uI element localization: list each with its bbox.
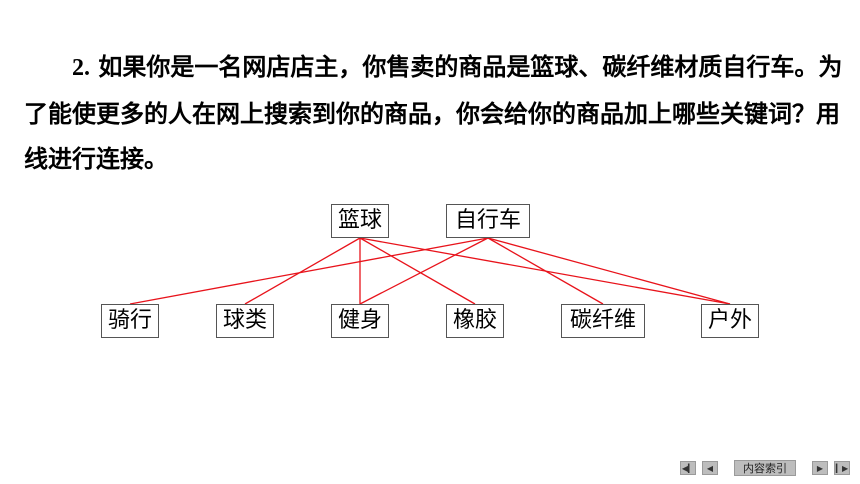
keyword-rubber[interactable]: 橡胶 [446,304,504,338]
keyword-outdoor[interactable]: 户外 [701,304,759,338]
product-bicycle[interactable]: 自行车 [446,204,530,238]
question-body: 如果你是一名网店店主，你售卖的商品是篮球、碳纤维材质自行车。为了能使更多的人在网… [24,52,843,173]
keyword-fitness[interactable]: 健身 [331,304,389,338]
connection-line-4 [129,237,489,305]
keyword-ball-sports[interactable]: 球类 [216,304,274,338]
first-page-icon[interactable]: ◀▎ [680,461,696,475]
question-number: 2. [72,55,90,81]
connection-line-5 [359,237,489,305]
connection-line-7 [487,237,731,305]
connection-line-3 [359,237,731,305]
connection-line-6 [487,237,604,305]
next-page-icon[interactable]: ▶ [812,461,828,475]
connection-line-0 [244,237,361,305]
last-page-icon[interactable]: ▎▶ [834,461,850,475]
keyword-cycling[interactable]: 骑行 [101,304,159,338]
keyword-carbon-fiber[interactable]: 碳纤维 [561,304,645,338]
content-index-button[interactable]: 内容索引 [734,460,796,476]
product-basketball[interactable]: 篮球 [331,204,389,238]
slide-navigation: ◀▎ ◀ 内容索引 ▶ ▎▶ [680,460,850,476]
prev-page-icon[interactable]: ◀ [702,461,718,475]
connection-line-2 [359,237,476,305]
question-text: 2. 如果你是一名网店店主，你售卖的商品是篮球、碳纤维材质自行车。为了能使更多的… [24,44,844,181]
